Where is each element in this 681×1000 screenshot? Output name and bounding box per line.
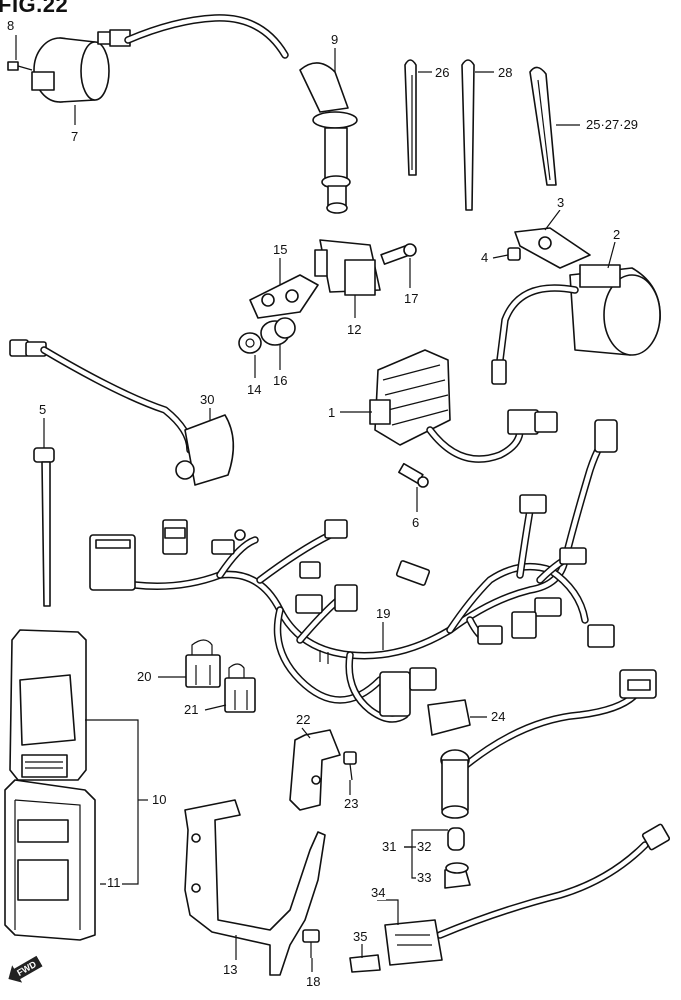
- callout-10: 10: [151, 792, 168, 807]
- part-35-fuse: [349, 954, 381, 973]
- part-9-plug-cap: [299, 62, 358, 214]
- part-24-cover: [427, 699, 471, 736]
- callout-9: 9: [330, 32, 340, 47]
- part-34-fuse-holder: [384, 823, 671, 966]
- part-16-grommet: [260, 317, 296, 346]
- part-22-bracket: [289, 729, 341, 811]
- callout-5: 5: [38, 402, 48, 417]
- callout-16: 16: [272, 373, 289, 388]
- part-15-bracket: [249, 274, 319, 319]
- callout-21: 21: [183, 702, 200, 717]
- callout-30: 30: [199, 392, 216, 407]
- part-10-ecm: [9, 629, 87, 781]
- part-32-insert: [447, 827, 465, 851]
- part-2-resistor: [491, 264, 661, 385]
- part-4-bolt: [507, 247, 521, 261]
- callout-31: 31: [381, 839, 398, 854]
- part-23-bolt: [343, 751, 357, 781]
- callout-1: 1: [327, 405, 337, 420]
- callout-24: 24: [490, 709, 507, 724]
- callout-3: 3: [556, 195, 566, 210]
- callout-19: 19: [375, 606, 392, 621]
- callout-32: 32: [416, 839, 433, 854]
- part-28-tie: [461, 59, 475, 211]
- figure-title: FIG.22: [0, 0, 69, 17]
- callout-15: 15: [272, 242, 289, 257]
- callout-25-27-29: 25·27·29: [585, 117, 640, 132]
- part-20-fuse: [185, 639, 221, 688]
- callout-20: 20: [136, 669, 153, 684]
- part-33-cap: [444, 862, 471, 889]
- part-17-bolt: [380, 243, 417, 265]
- callout-33: 33: [416, 870, 433, 885]
- callout-28: 28: [497, 65, 514, 80]
- callout-4: 4: [480, 250, 490, 265]
- callout-11: 11: [106, 875, 122, 890]
- part-14-washer: [238, 332, 262, 354]
- part-13-bracket: [184, 799, 326, 976]
- callout-23: 23: [343, 796, 360, 811]
- callout-12: 12: [346, 322, 363, 337]
- part-26-tie: [404, 59, 417, 176]
- callout-7: 7: [70, 129, 80, 144]
- part-6-bolt: [398, 462, 429, 488]
- callout-8: 8: [6, 18, 16, 33]
- callout-14: 14: [246, 382, 263, 397]
- part-31-sensor-lead: [440, 669, 657, 819]
- callout-35: 35: [352, 929, 369, 944]
- callout-26: 26: [434, 65, 451, 80]
- leader-lines: [15, 35, 616, 972]
- callout-34: 34: [370, 885, 387, 900]
- part-7-coil: [31, 14, 289, 103]
- callout-6: 6: [411, 515, 421, 530]
- callout-22: 22: [295, 712, 312, 727]
- part-18-bolt: [302, 929, 320, 958]
- part-1-regulator: [369, 349, 558, 463]
- part-5-tie: [33, 447, 55, 607]
- part-3-bracket: [514, 227, 591, 269]
- callout-17: 17: [403, 291, 420, 306]
- part-11-holder: [4, 779, 96, 941]
- callout-18: 18: [305, 974, 322, 989]
- callout-2: 2: [612, 227, 622, 242]
- part-8-screw: [7, 61, 33, 71]
- part-19-harness: [89, 419, 618, 723]
- part-12-relay: [314, 239, 381, 296]
- part-30-sensor: [9, 339, 235, 486]
- part-21-fuse: [224, 663, 256, 713]
- part-25-tie: [529, 66, 557, 186]
- callout-13: 13: [222, 962, 239, 977]
